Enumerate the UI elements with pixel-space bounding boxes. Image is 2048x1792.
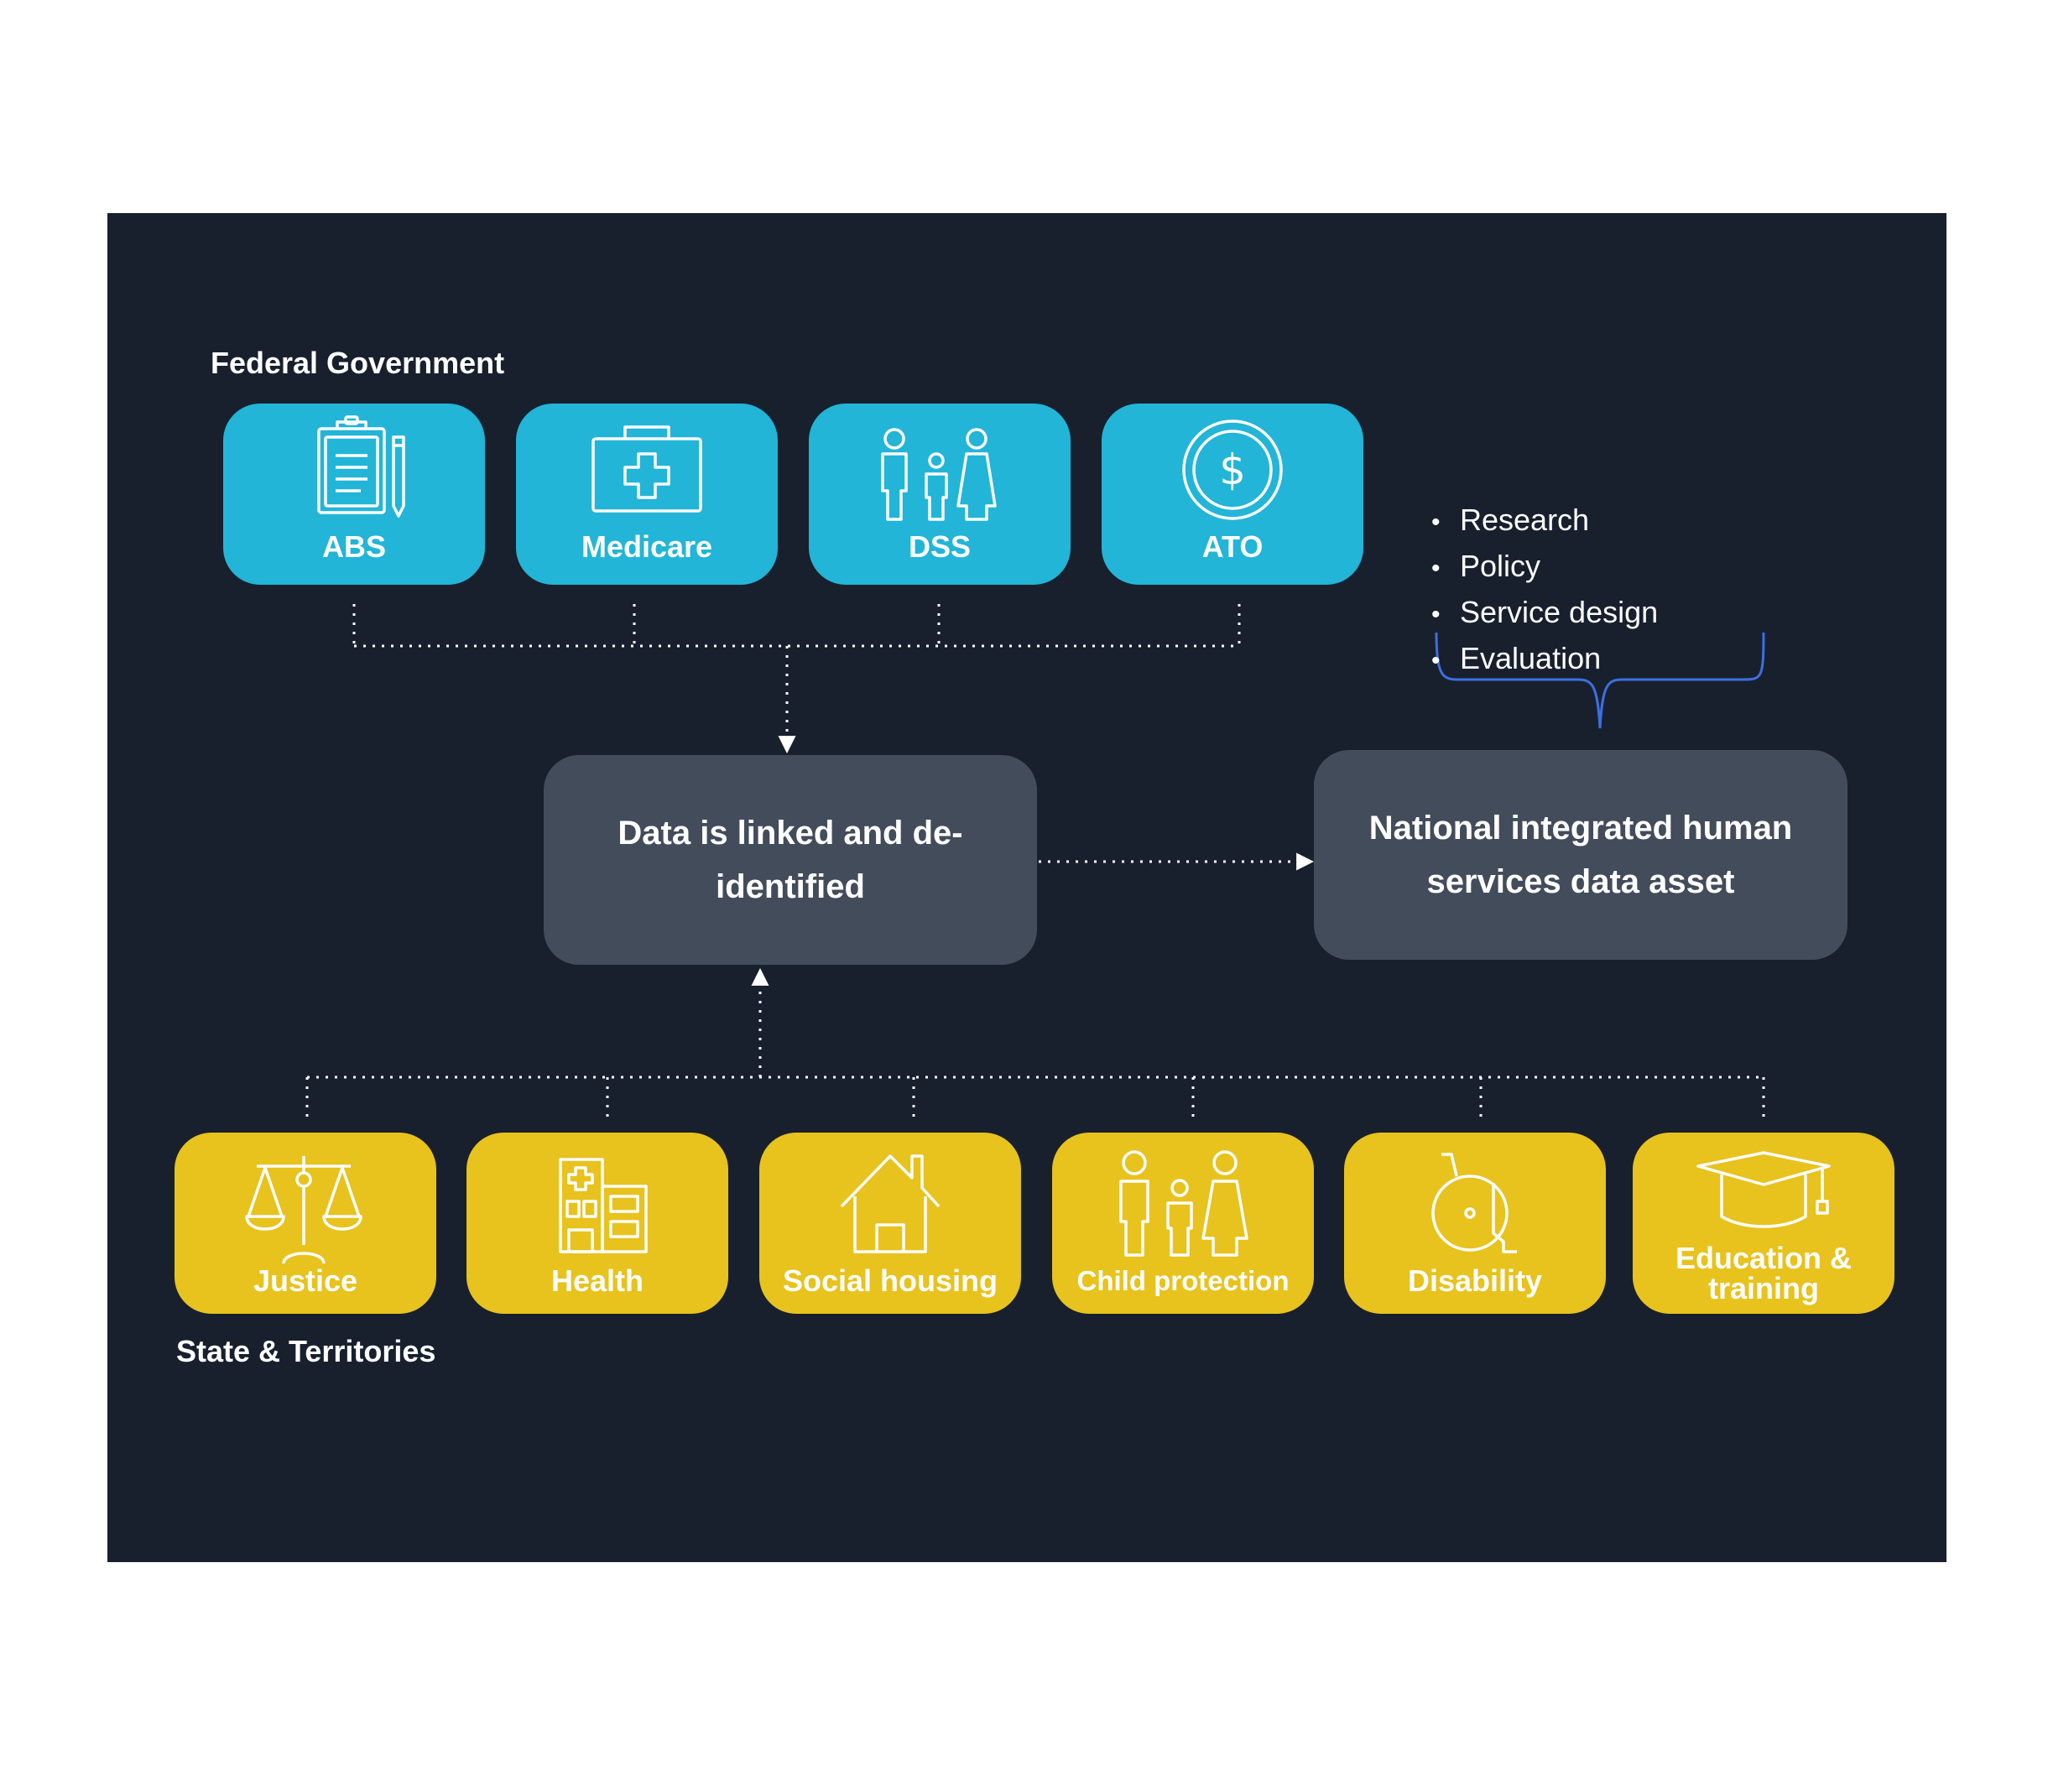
agency-ato: $ ATO [1102, 404, 1363, 585]
hospital-building-icon [559, 1158, 648, 1253]
house-icon [840, 1154, 941, 1253]
state-heading: State & Territories [176, 1334, 436, 1368]
domain-justice: Justice [175, 1133, 436, 1314]
svg-text:$: $ [1219, 445, 1246, 494]
domain-label: Education & training [1675, 1241, 1852, 1305]
asset-box-text: National integrated human services data … [1368, 810, 1793, 900]
agency-label: ABS [321, 529, 386, 564]
scales-icon [245, 1156, 362, 1264]
diagram-panel: Federal Government ABS [107, 213, 1946, 1562]
domain-label: Health [550, 1263, 644, 1298]
asset-box: National integrated human services data … [1314, 750, 1847, 960]
domain-disability: Disability [1344, 1133, 1606, 1314]
family-icon [1119, 1150, 1248, 1257]
medical-kit-icon [591, 425, 702, 513]
domain-child-protection: Child protection [1052, 1133, 1314, 1314]
wheelchair-icon [1431, 1153, 1517, 1253]
agency-medicare: Medicare [516, 404, 778, 585]
use-item: Service design [1431, 591, 1658, 637]
graduation-cap-icon [1696, 1151, 1831, 1228]
link-box: Data is linked and de-identified [544, 755, 1037, 965]
dollar-coin-icon: $ [1182, 419, 1283, 520]
agency-label: ATO [1201, 529, 1264, 564]
uses-list: Research Policy Service design Evaluatio… [1431, 498, 1658, 683]
agency-label: DSS [908, 529, 972, 564]
use-item: Evaluation [1431, 637, 1658, 683]
domain-social-housing: Social housing [759, 1133, 1021, 1314]
federal-heading: Federal Government [211, 346, 505, 380]
use-item: Policy [1431, 544, 1658, 591]
agency-dss: DSS [809, 404, 1071, 585]
domain-education: Education & training [1633, 1133, 1894, 1314]
use-item: Research [1431, 498, 1658, 544]
domain-label: Justice [253, 1263, 358, 1298]
family-icon [881, 428, 997, 521]
link-box-text: Data is linked and de-identified [618, 815, 963, 905]
agency-label: Medicare [581, 529, 713, 564]
domain-label: Disability [1407, 1263, 1543, 1298]
clipboard-pencil-icon [317, 415, 405, 518]
agency-abs: ABS [223, 404, 485, 585]
domain-label: Social housing [782, 1263, 998, 1298]
domain-label: Child protection [1076, 1265, 1290, 1296]
domain-health: Health [466, 1133, 728, 1314]
